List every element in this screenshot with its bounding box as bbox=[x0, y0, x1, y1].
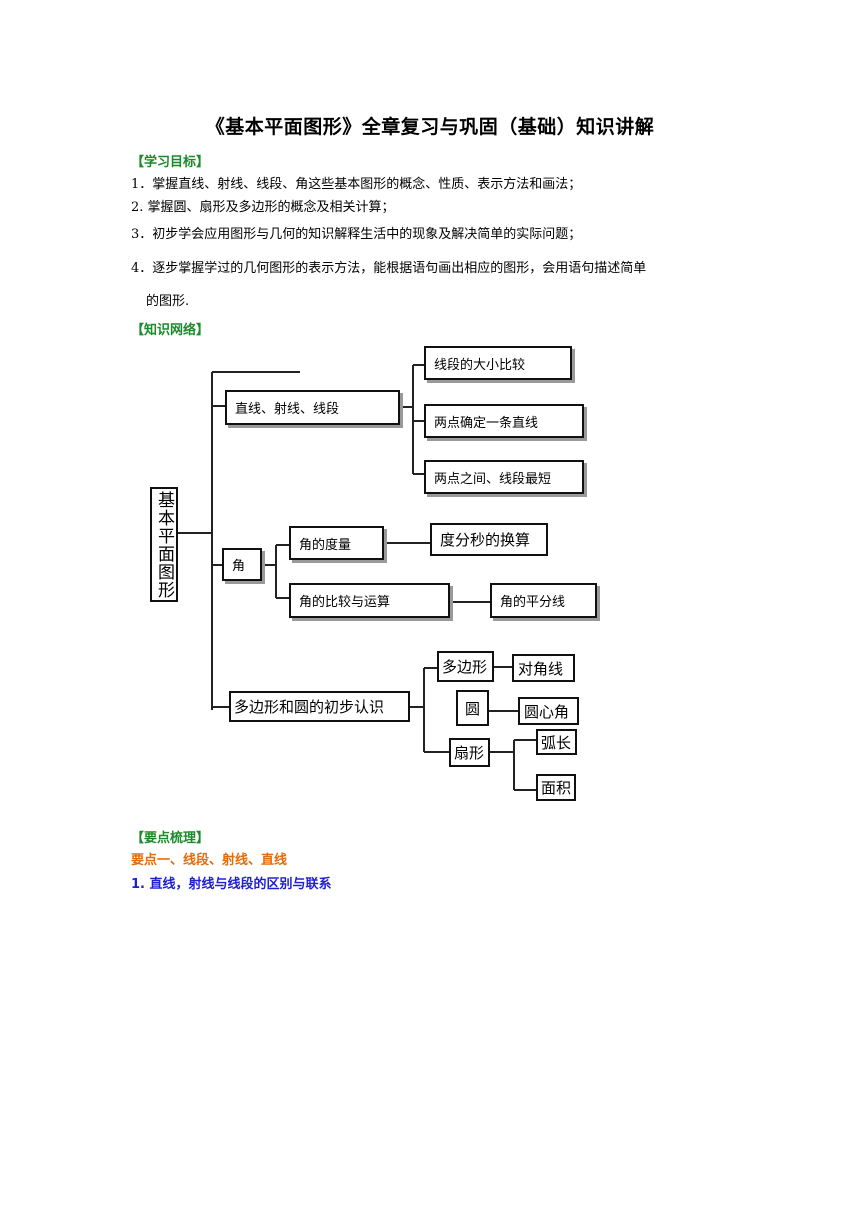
node-angle: 角 bbox=[222, 548, 262, 581]
objective-4-cont: 的图形. bbox=[146, 294, 190, 309]
key-point-1: 要点一、线段、射线、直线 bbox=[131, 853, 288, 868]
node-polygon-circle: 多边形和圆的初步认识 bbox=[229, 691, 410, 722]
objective-3: 3．初步学会应用图形与几何的知识解释生活中的现象及解决简单的实际问题； bbox=[131, 227, 582, 242]
network-heading: 【知识网络】 bbox=[131, 323, 210, 338]
page-title: 《基本平面图形》全章复习与巩固（基础）知识讲解 bbox=[205, 116, 655, 138]
node-lines-rays-segments: 直线、射线、线段 bbox=[225, 390, 400, 425]
key-points-heading: 【要点梳理】 bbox=[131, 831, 210, 846]
node-shortest-segment: 两点之间、线段最短 bbox=[424, 460, 584, 494]
node-dms-conversion: 度分秒的换算 bbox=[430, 523, 548, 556]
node-circle: 圆 bbox=[456, 690, 489, 726]
objective-1: 1．掌握直线、射线、线段、角这些基本图形的概念、性质、表示方法和画法； bbox=[131, 177, 582, 192]
node-arc-length: 弧长 bbox=[536, 729, 577, 755]
node-bisector: 角的平分线 bbox=[490, 583, 597, 618]
root-node: 基本平面图形 bbox=[150, 487, 178, 602]
node-two-points-line: 两点确定一条直线 bbox=[424, 404, 584, 438]
node-angle-compare: 角的比较与运算 bbox=[289, 583, 450, 618]
node-central-angle: 圆心角 bbox=[518, 697, 579, 725]
key-point-1-sub1: 1. 直线，射线与线段的区别与联系 bbox=[131, 877, 332, 892]
objective-2: 2. 掌握圆、扇形及多边形的概念及相关计算； bbox=[131, 200, 395, 215]
node-diagonal: 对角线 bbox=[512, 654, 575, 682]
node-angle-measure: 角的度量 bbox=[289, 526, 384, 560]
node-area: 面积 bbox=[536, 774, 576, 801]
objective-4: 4．逐步掌握学过的几何图形的表示方法，能根据语句画出相应的图形，会用语句描述简单 bbox=[131, 261, 647, 276]
node-polygon: 多边形 bbox=[437, 651, 494, 682]
node-segment-comparison: 线段的大小比较 bbox=[424, 346, 572, 380]
node-sector: 扇形 bbox=[449, 738, 490, 767]
objectives-heading: 【学习目标】 bbox=[131, 155, 210, 170]
